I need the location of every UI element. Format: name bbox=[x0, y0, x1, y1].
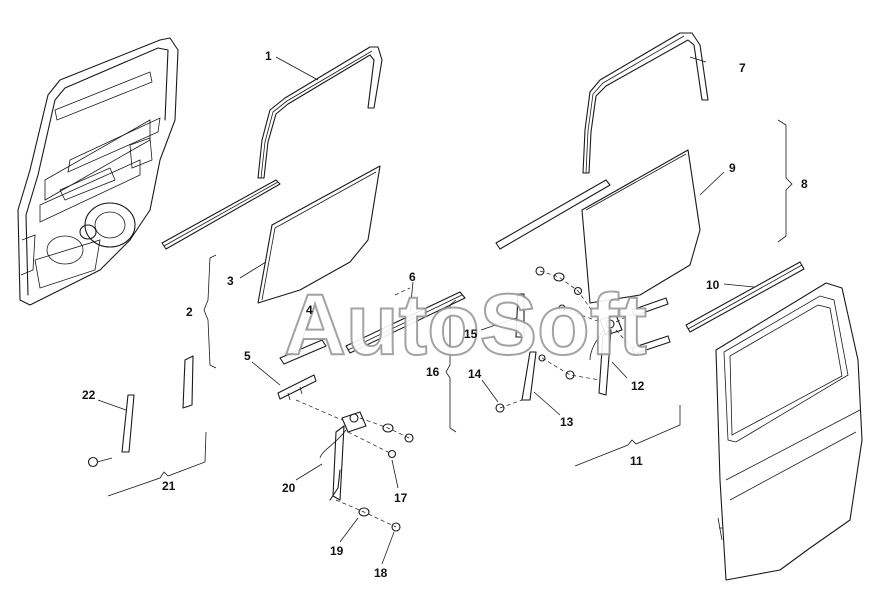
part-fasteners-right bbox=[535, 266, 583, 380]
part-5-glass-holder bbox=[277, 374, 317, 401]
bracket-16 bbox=[445, 299, 457, 433]
rear-door-outer-panel bbox=[715, 282, 863, 581]
rear-door-inner-panel bbox=[17, 37, 179, 306]
callout-10: 10 bbox=[706, 278, 720, 292]
callout-20: 20 bbox=[282, 481, 296, 495]
watermark-text: AutoSoft bbox=[284, 277, 647, 373]
part-9-door-glass bbox=[581, 149, 701, 304]
callout-16: 16 bbox=[426, 365, 440, 379]
part-outer-belt-strip-right bbox=[495, 179, 611, 250]
part-12-window-regulator bbox=[589, 297, 671, 396]
leader-lines bbox=[97, 56, 755, 565]
callout-6: 6 bbox=[409, 270, 416, 284]
callout-13: 13 bbox=[560, 415, 574, 429]
bracket-8 bbox=[777, 119, 793, 243]
callout-7: 7 bbox=[739, 61, 746, 75]
callout-1: 1 bbox=[265, 49, 272, 63]
part-22-lower-guide bbox=[121, 394, 135, 453]
callout-18: 18 bbox=[374, 566, 388, 580]
callout-12: 12 bbox=[631, 379, 645, 393]
callout-2: 2 bbox=[186, 305, 193, 319]
callout-15: 15 bbox=[464, 327, 478, 341]
callout-22: 22 bbox=[82, 388, 96, 402]
part-20-window-regulator bbox=[319, 411, 367, 501]
bracket-2 bbox=[203, 254, 217, 369]
bracket-11 bbox=[574, 405, 681, 467]
callout-3: 3 bbox=[227, 274, 234, 288]
callout-11: 11 bbox=[630, 454, 643, 468]
part-6-strip bbox=[345, 291, 466, 354]
callout-14: 14 bbox=[468, 367, 482, 381]
part-3-door-glass bbox=[257, 165, 381, 304]
part-14-bolt bbox=[495, 403, 505, 413]
part-outer-belt-strip-left bbox=[161, 179, 281, 250]
callout-numbers: 1 2 3 4 5 6 7 8 9 10 11 12 13 14 15 16 1… bbox=[82, 49, 808, 580]
bracket-21 bbox=[107, 431, 207, 497]
part-bolt-21 bbox=[87, 456, 113, 468]
part-4-inner-belt-strip bbox=[279, 339, 327, 365]
callout-5: 5 bbox=[244, 349, 251, 363]
assembly-dashed-lines bbox=[295, 270, 633, 528]
callout-4: 4 bbox=[306, 303, 313, 317]
part-7-glass-run-channel bbox=[582, 32, 709, 174]
callout-9: 9 bbox=[729, 161, 736, 175]
part-15-guide bbox=[515, 293, 525, 338]
part-10-strip bbox=[685, 261, 805, 333]
part-1-glass-run-channel bbox=[257, 46, 383, 179]
callout-19: 19 bbox=[330, 544, 344, 558]
callout-21: 21 bbox=[162, 479, 176, 493]
part-rear-guide-left bbox=[182, 355, 194, 409]
part-13-lower-guide bbox=[521, 351, 537, 401]
callout-17: 17 bbox=[394, 491, 408, 505]
callout-8: 8 bbox=[801, 177, 808, 191]
part-17-19-18-fasteners-left bbox=[358, 423, 414, 532]
